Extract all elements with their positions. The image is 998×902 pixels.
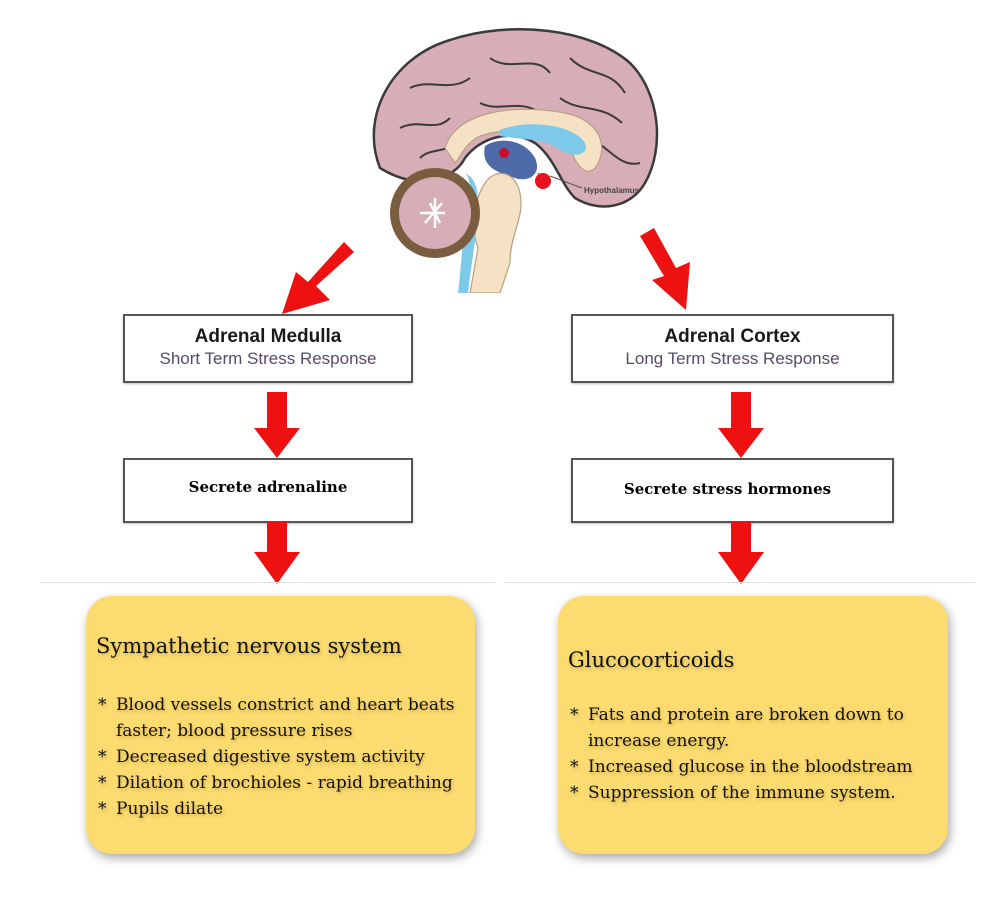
sympathetic-effect-item: Dilation of brochioles - rapid breathing	[96, 770, 466, 796]
glucocorticoid-effect-item: Suppression of the immune system.	[568, 780, 923, 806]
secrete-stress-hormones-box: Secrete stress hormones	[571, 458, 894, 523]
sympathetic-card-title: Sympathetic nervous system	[96, 634, 402, 658]
secrete-stress-hormones-text: Secrete stress hormones	[623, 480, 832, 498]
arrow-to-adrenal-cortex-icon	[640, 228, 690, 310]
arrow-down-cortex-icon	[718, 392, 764, 458]
adrenal-medulla-subtitle: Short Term Stress Response	[159, 349, 377, 368]
secrete-adrenaline-box: Secrete adrenaline	[123, 458, 413, 523]
adrenal-medulla-box: Adrenal Medulla Short Term Stress Respon…	[123, 314, 413, 383]
arrow-to-adrenal-medulla-icon	[282, 242, 354, 314]
arrow-down-adrenaline-icon	[254, 522, 300, 584]
brain-illustration	[372, 28, 659, 293]
glucocorticoid-effect-item: Increased glucose in the bloodstream	[568, 754, 923, 780]
hypothalamus-label: Hypothalamus	[584, 186, 640, 195]
adrenal-cortex-subtitle: Long Term Stress Response	[625, 349, 840, 368]
adrenal-cortex-title: Adrenal Cortex	[664, 326, 801, 347]
sympathetic-effect-item: Blood vessels constrict and heart beats …	[96, 692, 466, 744]
adrenal-medulla-title: Adrenal Medulla	[194, 326, 342, 347]
arrow-down-medulla-icon	[254, 392, 300, 458]
sympathetic-nervous-system-card: Sympathetic nervous system Blood vessels…	[86, 596, 475, 854]
arrow-down-hormones-icon	[718, 522, 764, 584]
sympathetic-effect-item: Pupils dilate	[96, 796, 466, 822]
glucocorticoid-effects-list: Fats and protein are broken down to incr…	[568, 702, 923, 806]
adrenal-cortex-box: Adrenal Cortex Long Term Stress Response	[571, 314, 894, 383]
divider-left	[40, 582, 495, 583]
divider-right	[505, 582, 975, 583]
glucocorticoid-effect-item: Fats and protein are broken down to incr…	[568, 702, 923, 754]
sympathetic-effects-list: Blood vessels constrict and heart beats …	[96, 692, 466, 822]
secrete-adrenaline-text: Secrete adrenaline	[188, 478, 348, 496]
brain-icon	[372, 28, 659, 293]
glucocorticoids-card-title: Glucocorticoids	[568, 648, 735, 672]
sympathetic-effect-item: Decreased digestive system activity	[96, 744, 466, 770]
glucocorticoids-card: Glucocorticoids Fats and protein are bro…	[558, 596, 948, 854]
